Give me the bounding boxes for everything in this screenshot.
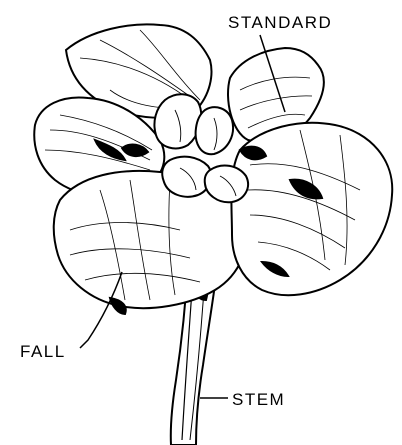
standard-label: STANDARD xyxy=(228,13,332,32)
fall-label: FALL xyxy=(20,342,66,361)
stem-label: STEM xyxy=(232,390,285,409)
